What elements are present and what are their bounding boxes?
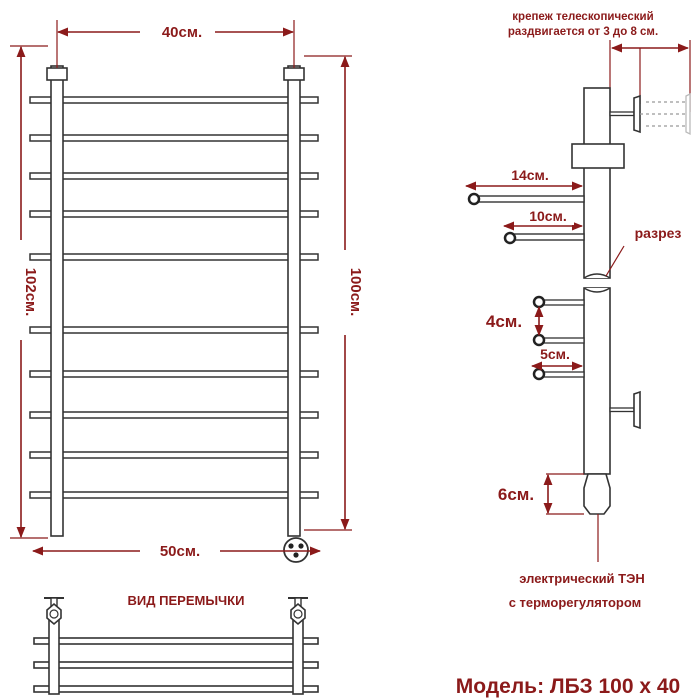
crossbar-1 <box>29 96 319 104</box>
dim-102-label: 102см. <box>22 268 39 317</box>
heater-label-line1: электрический ТЭН <box>519 571 645 586</box>
left-post <box>50 65 64 537</box>
dim-6-label: 6см. <box>498 485 534 504</box>
side-bar-14 <box>467 192 585 206</box>
dim-100-label: 100см. <box>347 268 364 317</box>
crossbar-5 <box>29 253 319 261</box>
section-label: разрез <box>635 225 682 241</box>
mount-note-line2: раздвигается от 3 до 8 см. <box>508 26 658 38</box>
side-bar-middle-small <box>532 333 585 347</box>
top-view-title: ВИД ПЕРЕМЫЧКИ <box>128 593 245 608</box>
dim-5-label: 5см. <box>540 346 570 362</box>
dim-40-label: 40см. <box>162 24 202 41</box>
crossbar-9 <box>29 451 319 459</box>
right-post <box>287 65 301 537</box>
front-view: 40см. 102см. 100см. 50см. <box>10 20 364 563</box>
dim-10-label-bg <box>522 209 574 225</box>
crossbar-2 <box>29 134 319 142</box>
side-post-upper <box>583 87 611 279</box>
crossbar-7 <box>29 370 319 378</box>
side-post-lower <box>583 287 611 475</box>
crossbar-6 <box>29 326 319 334</box>
dim-14-label: 14см. <box>511 167 549 183</box>
side-bar-lower-small <box>532 367 585 381</box>
right-bracket-icon <box>288 597 308 626</box>
model-label: Модель: ЛБЗ 100 х 40 <box>456 675 680 698</box>
top-view-rail-1 <box>33 637 319 645</box>
section-cut <box>583 273 611 293</box>
side-bar-upper-small <box>532 295 585 309</box>
left-top-cap <box>46 67 68 81</box>
top-view: ВИД ПЕРЕМЫЧКИ <box>33 593 319 695</box>
top-view-rail-3 <box>33 685 319 693</box>
left-bracket-icon <box>44 597 64 626</box>
heater-element-icon <box>583 473 611 515</box>
top-view-right-post <box>292 617 304 695</box>
section-pointer <box>605 245 625 277</box>
heater-label-line2: с терморегулятором <box>509 595 642 610</box>
dim-4-label: 4см. <box>486 312 522 331</box>
dim-10-label: 10см. <box>529 208 567 224</box>
side-view: крепеж телескопический раздвигается от 3… <box>464 11 691 610</box>
crossbar-3 <box>29 172 319 180</box>
heater-connector-icon <box>283 537 309 563</box>
side-collar <box>571 143 625 169</box>
dim-50-label: 50см. <box>160 543 200 560</box>
top-view-rail-2 <box>33 661 319 669</box>
crossbars <box>29 96 319 499</box>
crossbar-10 <box>29 491 319 499</box>
upper-wall-mount-icon <box>609 92 691 136</box>
top-view-left-post <box>48 617 60 695</box>
lower-wall-mount-icon <box>609 390 641 430</box>
crossbar-4 <box>29 210 319 218</box>
crossbar-8 <box>29 411 319 419</box>
mount-note-line1: крепеж телескопический <box>512 11 653 23</box>
side-bar-10 <box>503 231 585 245</box>
right-top-cap <box>283 67 305 81</box>
dim-14-label-bg <box>504 168 556 184</box>
